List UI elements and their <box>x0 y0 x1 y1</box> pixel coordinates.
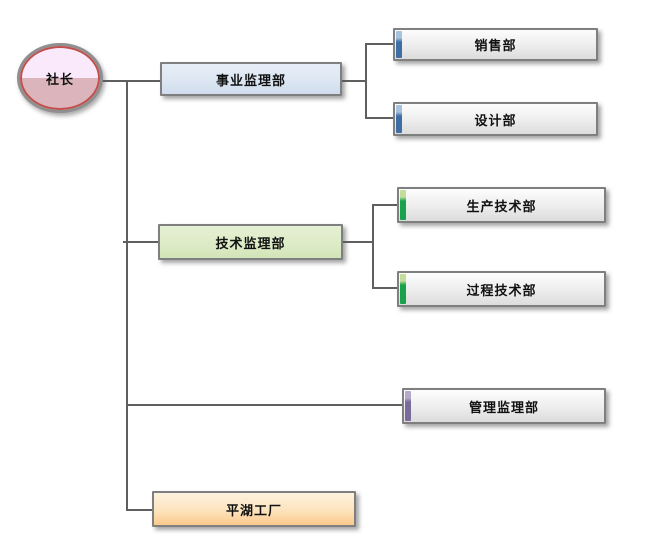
accent-strip-purple <box>405 391 411 421</box>
node-pinghu-factory[interactable]: 平湖工厂 <box>152 491 356 527</box>
connector-to-production <box>372 204 398 206</box>
connector-trunk <box>126 80 128 511</box>
connector-business-stem <box>342 80 367 82</box>
node-design-label: 设计部 <box>474 113 517 129</box>
node-tech-supervision[interactable]: 技术监理部 <box>158 224 343 260</box>
accent-strip-green <box>400 190 406 220</box>
node-management-supervision-label: 管理监理部 <box>468 400 539 416</box>
node-sales[interactable]: 销售部 <box>393 28 598 61</box>
connector-to-sales <box>365 43 394 45</box>
connector-to-process <box>372 287 398 289</box>
connector-tech-bracket <box>372 204 374 289</box>
node-process-tech[interactable]: 过程技术部 <box>397 271 606 307</box>
node-president[interactable]: 社长 <box>17 43 103 113</box>
connector-trunk-to-management <box>126 404 403 406</box>
node-tech-supervision-label: 技术监理部 <box>215 236 286 252</box>
node-business-supervision[interactable]: 事业监理部 <box>160 62 342 96</box>
connector-tech-stem <box>343 241 374 243</box>
node-management-supervision[interactable]: 管理监理部 <box>402 388 606 424</box>
accent-strip-blue <box>396 105 402 133</box>
node-pinghu-factory-label: 平湖工厂 <box>225 503 282 519</box>
node-production-tech-label: 生产技术部 <box>466 199 537 215</box>
node-business-supervision-label: 事业监理部 <box>215 73 286 89</box>
node-president-fill: 社长 <box>20 46 100 110</box>
connector-root-to-business <box>100 80 162 82</box>
connector-trunk-to-tech <box>123 241 160 243</box>
node-design[interactable]: 设计部 <box>393 102 598 136</box>
connector-to-design <box>365 117 394 119</box>
node-production-tech[interactable]: 生产技术部 <box>397 187 606 223</box>
connector-business-bracket <box>365 43 367 119</box>
node-president-label: 社长 <box>45 72 74 88</box>
node-process-tech-label: 过程技术部 <box>466 283 537 299</box>
accent-strip-green <box>400 274 406 304</box>
node-sales-label: 销售部 <box>474 39 517 54</box>
connector-trunk-to-factory <box>126 509 154 511</box>
accent-strip-blue <box>396 31 402 58</box>
